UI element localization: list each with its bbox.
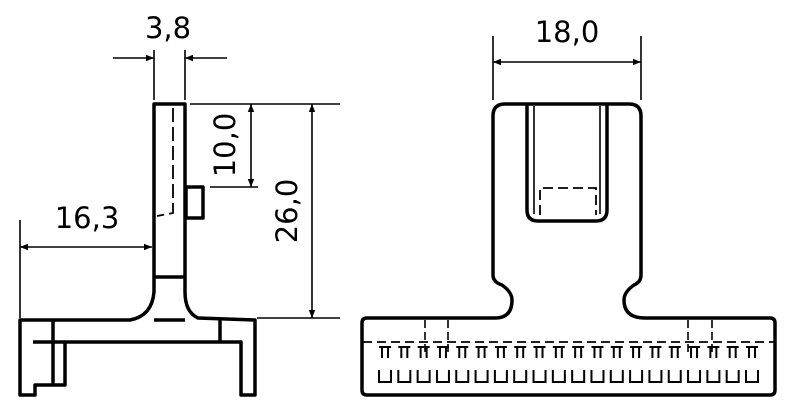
contact-bottom [590, 370, 605, 383]
front-view: 18,0 [360, 15, 777, 397]
dim-offset: 16,3 [55, 201, 120, 235]
contact-top [746, 346, 758, 358]
contact-bottom [609, 370, 624, 383]
contact-top [417, 346, 430, 358]
contact-top [630, 346, 643, 358]
dim-width: 18,0 [535, 15, 600, 49]
slot-outline [525, 105, 609, 223]
contact-bottom [397, 370, 412, 383]
hidden-latch [539, 187, 597, 215]
contact-bottom [629, 370, 644, 383]
contact-bottom [745, 370, 759, 383]
contact-bottom [648, 370, 663, 383]
contact-bottom [378, 370, 392, 383]
contact-bottom [667, 370, 682, 383]
contact-top [436, 346, 449, 358]
contact-top [398, 346, 411, 358]
contact-top [456, 346, 469, 358]
contact-top [494, 346, 507, 358]
hidden-edge [156, 108, 174, 217]
contact-bottom [725, 370, 740, 383]
contact-bottom [455, 370, 470, 383]
slot-inner [533, 106, 601, 214]
dim-thickness: 3,8 [145, 11, 191, 45]
contact-bottom [474, 370, 489, 383]
contact-bottom [435, 370, 450, 383]
contact-top [688, 346, 701, 358]
contact-bottom [706, 370, 721, 383]
dim-total-height: 26,0 [270, 179, 304, 244]
contact-bottom [493, 370, 508, 383]
front-outline [360, 102, 777, 397]
contact-top [591, 346, 604, 358]
contact-bottom [687, 370, 702, 383]
contact-top [726, 346, 739, 358]
contact-bottom [513, 370, 528, 383]
contact-top [610, 346, 623, 358]
contact-bottom [551, 370, 566, 383]
side-view: 3,8 16,3 10,0 26,0 [18, 11, 340, 397]
latch-tab [184, 185, 205, 220]
dim-tab-height: 10,0 [208, 113, 242, 178]
contact-bottom [571, 370, 586, 383]
contact-pattern [363, 320, 774, 383]
contact-top [514, 346, 527, 358]
contact-top [533, 346, 546, 358]
contact-top [649, 346, 662, 358]
contact-top [475, 346, 488, 358]
contact-top [707, 346, 720, 358]
contact-top [668, 346, 681, 358]
contact-bottom [416, 370, 431, 383]
contact-top [572, 346, 585, 358]
contact-bottom [532, 370, 547, 383]
contact-top [379, 346, 391, 358]
contact-top [552, 346, 565, 358]
